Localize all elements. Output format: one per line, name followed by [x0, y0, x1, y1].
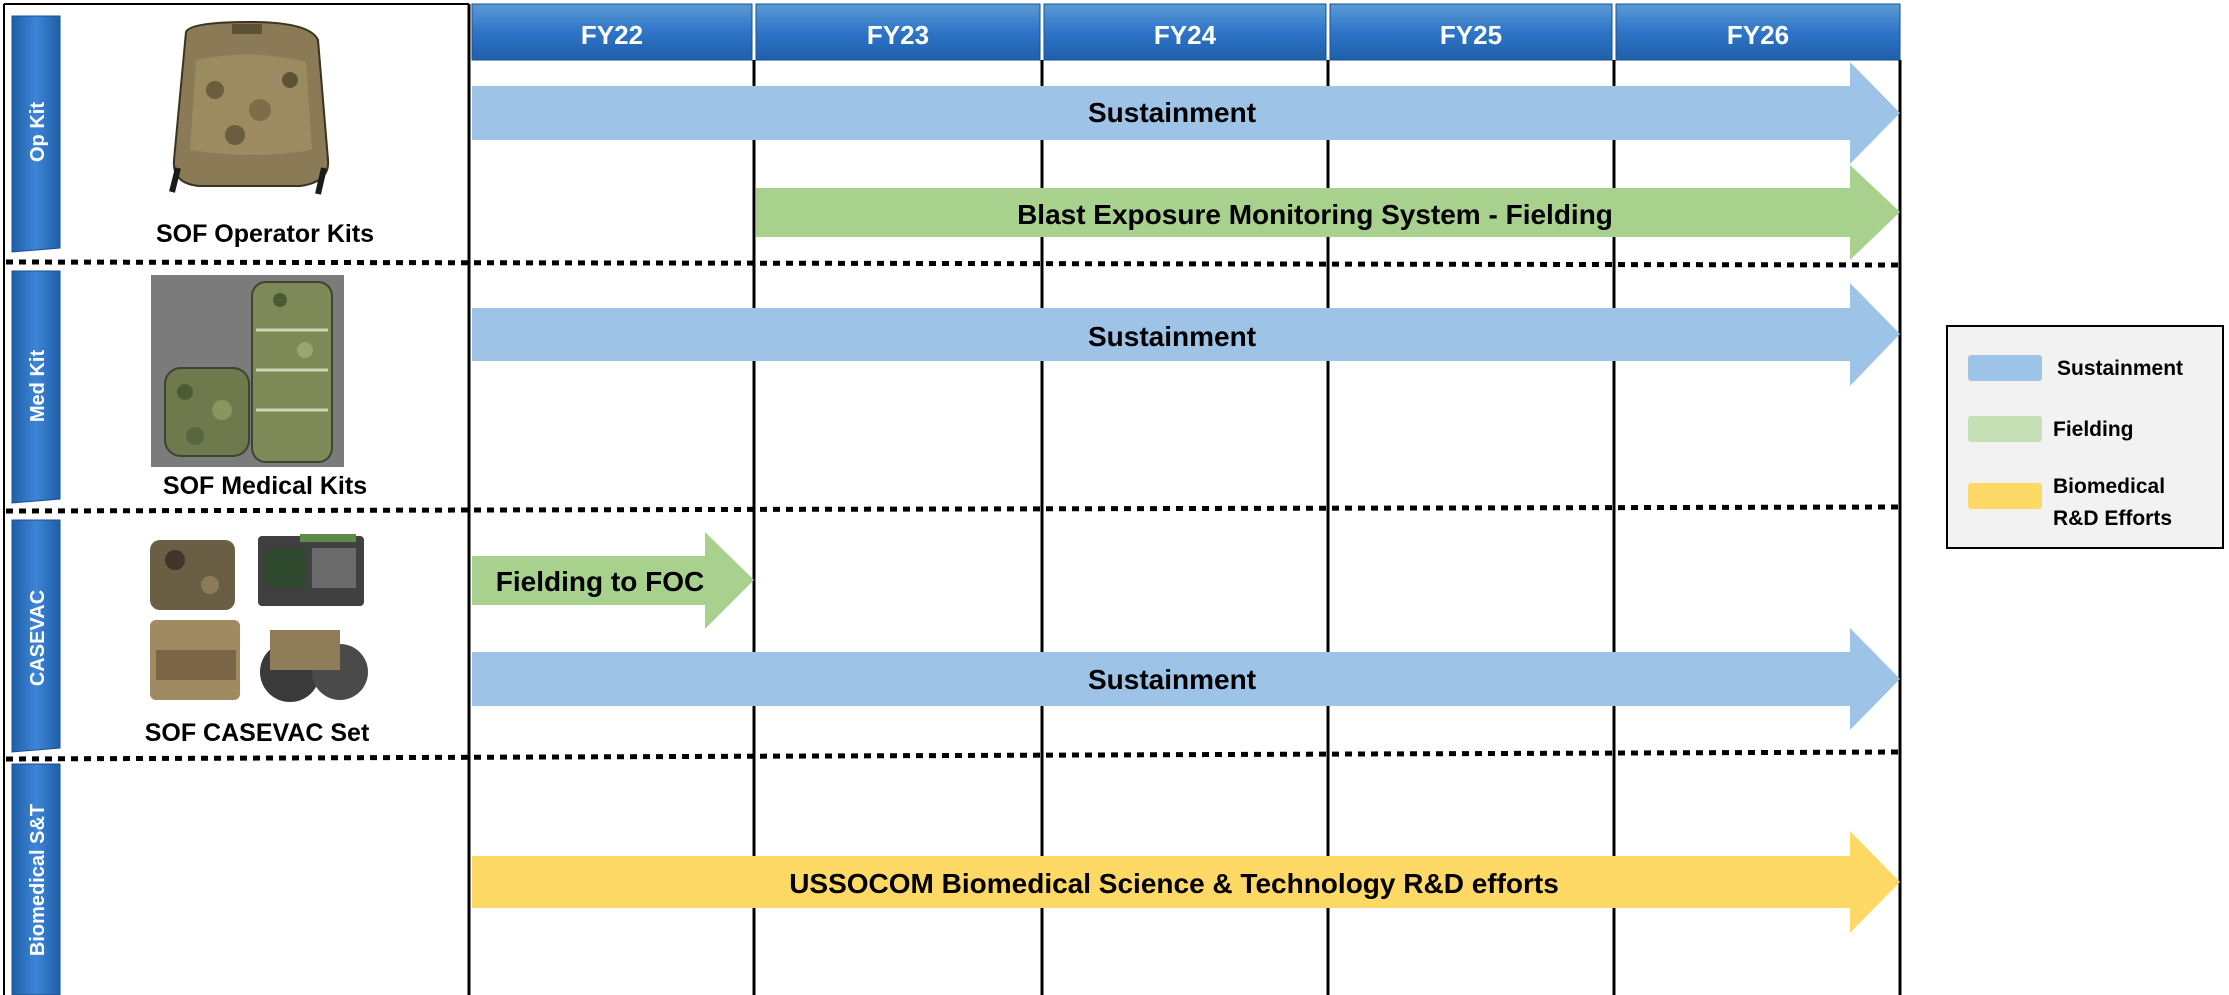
- year-header-cell: FY23: [755, 3, 1041, 61]
- legend-label: Biomedical: [2053, 475, 2165, 498]
- year-header-cell: FY26: [1615, 3, 1901, 61]
- bar-biomedical-rnd: USSOCOM Biomedical Science & Technology …: [472, 831, 1900, 933]
- legend-label: Fielding: [2053, 418, 2134, 441]
- legend-label: R&D Efforts: [2053, 507, 2172, 530]
- row-tab-label: Med Kit: [27, 350, 49, 423]
- row-captions: SOF Operator Kits SOF Medical Kits SOF C…: [145, 220, 374, 747]
- bar-arrow: [756, 165, 1900, 260]
- row-tab: Op Kit: [11, 15, 61, 253]
- timeline-bars: Sustainment Blast Exposure Monitoring Sy…: [472, 62, 1900, 933]
- bar-label: USSOCOM Biomedical Science & Technology …: [789, 868, 1559, 899]
- bar-label: Sustainment: [1088, 321, 1256, 352]
- year-header-cell: FY25: [1329, 3, 1613, 61]
- row-separator: [5, 749, 1901, 762]
- bar-casevac-sustainment: Sustainment: [472, 628, 1900, 730]
- row-tab: Biomedical S&T: [11, 763, 61, 995]
- legend-item: Fielding: [1968, 416, 2134, 442]
- bar-arrow: [472, 628, 1900, 730]
- bar-op-kit-sustainment: Sustainment: [472, 62, 1900, 164]
- bar-label: Sustainment: [1088, 97, 1256, 128]
- year-label: FY26: [1727, 20, 1789, 50]
- row-caption: SOF CASEVAC Set: [145, 719, 370, 747]
- row-tab-label: Op Kit: [27, 102, 49, 162]
- year-header-cell: FY22: [471, 3, 753, 61]
- legend-swatch-rnd: [1968, 483, 2042, 509]
- bar-arrow: [472, 62, 1900, 164]
- backpack-image: [169, 20, 330, 195]
- grid-frame: [3, 3, 471, 995]
- bar-label: Sustainment: [1088, 664, 1256, 695]
- row-tab: CASEVAC: [11, 519, 61, 753]
- bar-arrow: [472, 283, 1900, 386]
- bar-arrow: [472, 831, 1900, 933]
- row-separators: [5, 259, 1901, 762]
- row-tabs: Op Kit Med Kit CASEVAC Biomedical S&T: [11, 15, 61, 995]
- legend-item: Sustainment: [1968, 355, 2183, 381]
- year-header: FY22 FY23 FY24 FY25 FY26: [471, 3, 1901, 61]
- legend: Sustainment Fielding Biomedical R&D Effo…: [1946, 325, 2224, 549]
- year-label: FY25: [1440, 20, 1502, 50]
- casevac-set-image: [150, 534, 368, 702]
- legend-swatch-fielding: [1968, 416, 2042, 442]
- row-caption: SOF Medical Kits: [163, 472, 367, 500]
- legend-item: Biomedical R&D Efforts: [1968, 475, 2172, 530]
- row-separator: [5, 259, 1901, 268]
- row-tab-label: Biomedical S&T: [27, 804, 49, 956]
- bar-op-kit-blast-fielding: Blast Exposure Monitoring System - Field…: [756, 165, 1900, 260]
- row-separator: [5, 504, 1901, 514]
- legend-swatch-sustainment: [1968, 355, 2042, 381]
- bar-arrow: [472, 532, 754, 629]
- bar-casevac-fielding-to-foc: Fielding to FOC: [472, 532, 754, 629]
- bar-med-kit-sustainment: Sustainment: [472, 283, 1900, 386]
- bar-label: Fielding to FOC: [496, 566, 704, 597]
- row-tab: Med Kit: [11, 270, 61, 504]
- legend-label: Sustainment: [2057, 357, 2183, 380]
- row-tab-label: CASEVAC: [27, 590, 49, 686]
- year-label: FY22: [581, 20, 643, 50]
- row-caption: SOF Operator Kits: [156, 220, 374, 248]
- year-label: FY24: [1154, 20, 1217, 50]
- year-header-cell: FY24: [1043, 3, 1327, 61]
- year-label: FY23: [867, 20, 929, 50]
- bar-label: Blast Exposure Monitoring System - Field…: [1017, 199, 1613, 230]
- medical-kits-image: [151, 275, 344, 467]
